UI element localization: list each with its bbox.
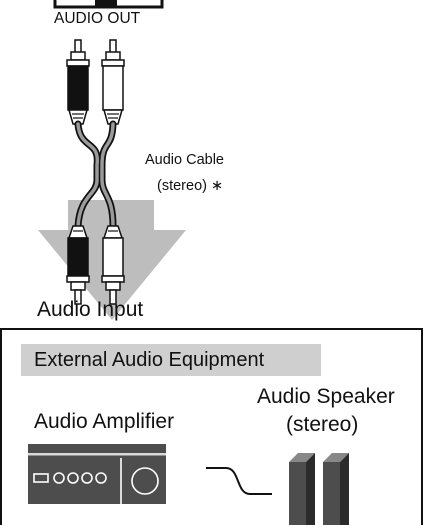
audio-amplifier-label: Audio Amplifier bbox=[34, 410, 175, 433]
speaker-right-icon bbox=[323, 453, 349, 525]
external-equipment-title: External Audio Equipment bbox=[34, 349, 265, 371]
audio-out-label: AUDIO OUT bbox=[54, 10, 141, 27]
footnote-mark: ∗ bbox=[211, 178, 224, 194]
top-right-plug-white bbox=[101, 39, 125, 125]
audio-cable-type: (stereo) ∗ bbox=[157, 179, 223, 194]
speaker-left-icon bbox=[289, 453, 315, 525]
audio-input-label: Audio Input bbox=[37, 298, 144, 321]
bottom-left-plug-black bbox=[66, 225, 90, 305]
bottom-right-plug-white bbox=[101, 225, 125, 305]
audio-speaker-type: (stereo) bbox=[286, 413, 359, 436]
audio-cable-label: Audio Cable bbox=[145, 152, 224, 168]
connection-wire bbox=[206, 467, 272, 495]
audio-out-bracket-notch bbox=[95, 0, 117, 6]
audio-cable-type-text: (stereo) bbox=[157, 178, 207, 194]
top-left-plug-black bbox=[66, 39, 90, 125]
external-equipment-panel bbox=[0, 328, 423, 525]
external-equipment-title-box bbox=[21, 344, 321, 376]
audio-speaker-label: Audio Speaker bbox=[257, 385, 395, 408]
amplifier-icon bbox=[28, 444, 166, 504]
audio-cable bbox=[74, 120, 117, 230]
audio-out-bracket bbox=[53, 0, 164, 9]
